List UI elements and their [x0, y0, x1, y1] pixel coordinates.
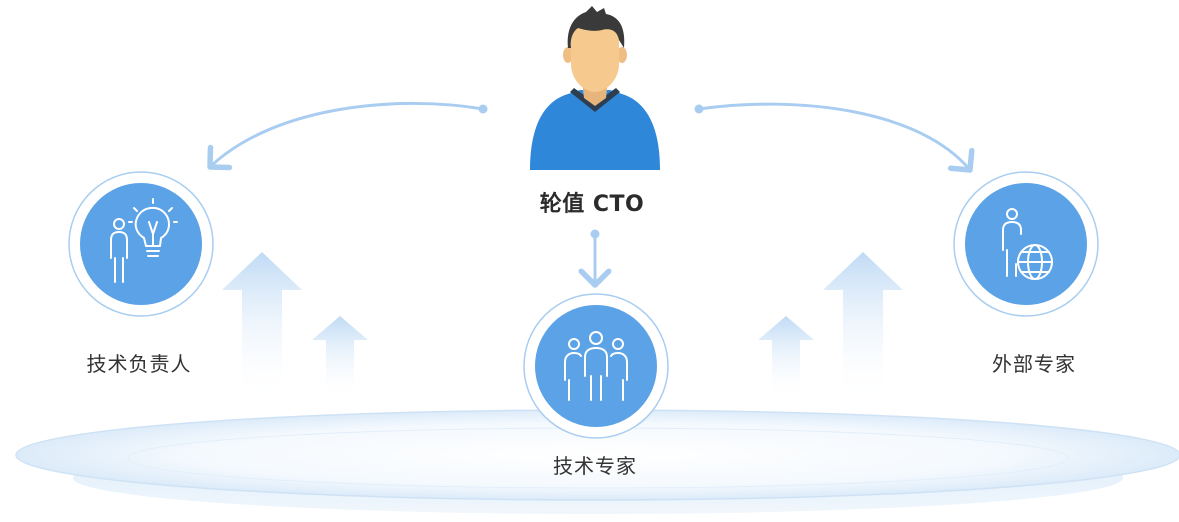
- edge-cto-to-tech-experts: [578, 229, 612, 288]
- tech-lead-label: 技术负责人: [86, 352, 192, 376]
- up-arrow-right-large: [823, 252, 903, 400]
- person-globe-icon: [1002, 208, 1053, 280]
- tech-experts-node: [523, 293, 669, 439]
- edge-cto-to-tech-lead: [207, 101, 488, 171]
- people-group-icon: [564, 331, 628, 401]
- up-arrow-left-large: [222, 252, 302, 400]
- person-lightbulb-icon: [110, 198, 178, 283]
- external-experts-node: [953, 171, 1099, 317]
- up-arrow-left-small: [312, 316, 368, 400]
- tech-lead-node: [68, 171, 214, 317]
- cto-label: 轮值 CTO: [539, 192, 645, 217]
- edges: [207, 101, 975, 288]
- growth-arrows: [222, 252, 903, 400]
- cto-avatar-icon: [530, 6, 660, 170]
- edge-cto-to-external-experts: [694, 102, 975, 173]
- up-arrow-right-small: [758, 316, 814, 400]
- external-experts-label: 外部专家: [992, 352, 1076, 376]
- tech-experts-label: 技术专家: [553, 454, 637, 478]
